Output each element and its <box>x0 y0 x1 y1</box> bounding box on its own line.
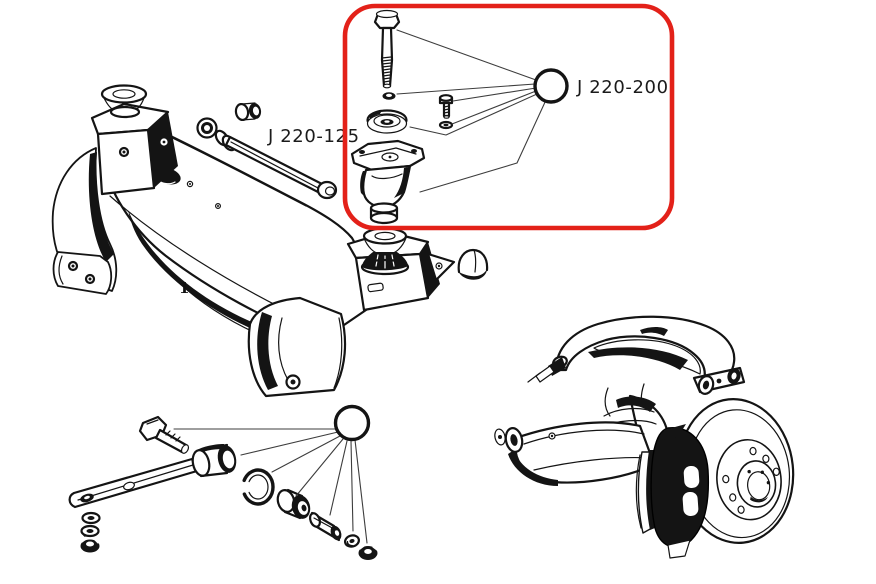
bushing-kit-leader-lines <box>173 428 368 544</box>
tie-rod-drawing <box>196 102 338 200</box>
item-number-1[interactable]: 1 <box>179 279 189 297</box>
mount-kit-drawing <box>350 9 454 225</box>
bushing-kit-drawing <box>68 415 378 560</box>
part-label-mount-kit[interactable]: J 220-200 <box>576 77 669 98</box>
suspension-assembly-drawing <box>494 315 795 559</box>
callout-circle-bushing-kit[interactable] <box>333 404 371 442</box>
subframe-drawing <box>51 84 456 398</box>
mount-kit-leader-lines <box>396 29 547 193</box>
callout-circle-mount-kit[interactable] <box>533 68 569 104</box>
dome-cap-drawing <box>457 248 489 280</box>
part-label-tie-rod[interactable]: J 220-125 <box>267 126 360 147</box>
highlight-box[interactable] <box>342 3 675 231</box>
